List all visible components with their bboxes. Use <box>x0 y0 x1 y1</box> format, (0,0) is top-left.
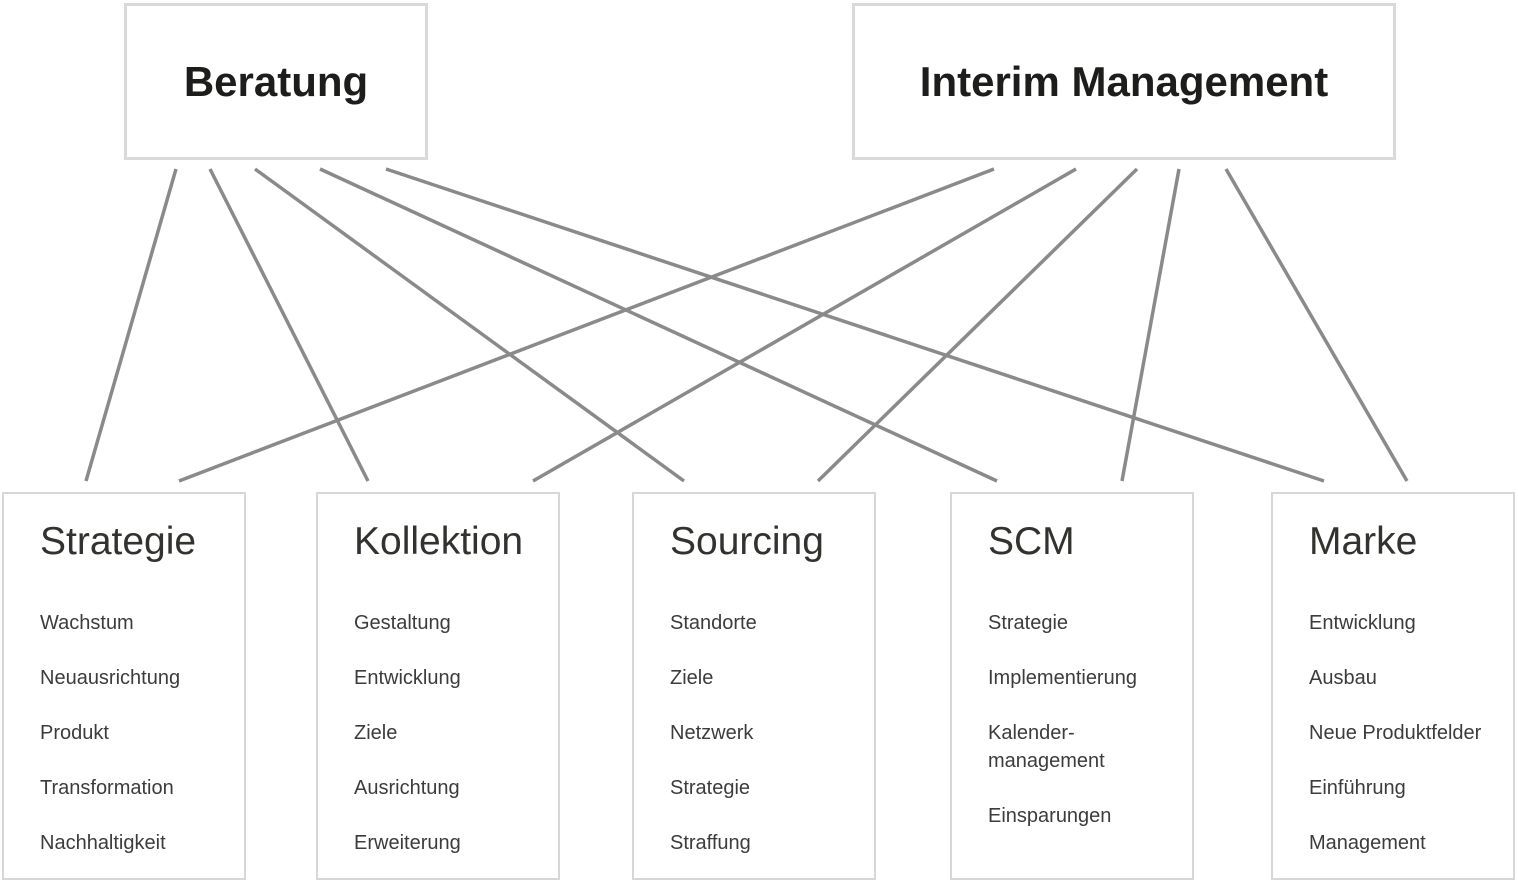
list-item: Neue Produktfelder <box>1309 722 1482 744</box>
connector-line <box>253 167 686 483</box>
connector-line <box>178 167 995 483</box>
list-item: Ziele <box>670 667 714 689</box>
list-item: Wachstum <box>40 612 134 634</box>
connector-line <box>84 168 178 482</box>
list-item: Strategie <box>670 777 751 799</box>
list-item: Produkt <box>40 722 109 744</box>
list-item: Ausbau <box>1309 667 1377 689</box>
list-item: Standorte <box>670 612 757 634</box>
node-title: Sourcing <box>670 520 824 563</box>
list-item: Transformation <box>40 777 174 799</box>
list-item: Implementierung <box>988 667 1137 689</box>
list-item: Erweiterung <box>354 832 461 854</box>
list-item: Gestaltung <box>354 612 451 634</box>
connector-line <box>532 167 1077 483</box>
connector-line <box>319 167 998 483</box>
list-item: Straffung <box>670 832 751 854</box>
connector-line <box>385 167 1325 483</box>
connector-line <box>816 167 1139 483</box>
node-title: SCM <box>988 520 1075 563</box>
list-item: Neuausrichtung <box>40 667 181 689</box>
node-title: Beratung <box>183 57 369 105</box>
node-title: Marke <box>1309 520 1418 563</box>
list-item: Netzwerk <box>670 722 754 744</box>
list-item: Nachhaltigkeit <box>40 832 166 854</box>
list-item: Kalender- management <box>988 722 1105 772</box>
list-item: Ziele <box>354 722 398 744</box>
list-item: Einsparungen <box>988 805 1112 827</box>
list-item: Strategie <box>988 612 1069 634</box>
list-item: Entwicklung <box>1309 612 1416 634</box>
node-title: Interim Management <box>919 57 1329 105</box>
connector-line <box>208 168 370 482</box>
connector-line <box>1224 168 1409 482</box>
node-beratung: Beratung <box>124 3 428 160</box>
connector-line <box>1120 168 1181 482</box>
list-item: Ausrichtung <box>354 777 460 799</box>
list-item: Management <box>1309 832 1426 854</box>
list-item: Einführung <box>1309 777 1406 799</box>
node-title: Kollektion <box>354 520 524 563</box>
node-interim-management: Interim Management <box>852 3 1396 160</box>
list-item: Entwicklung <box>354 667 461 689</box>
node-title: Strategie <box>40 520 197 563</box>
